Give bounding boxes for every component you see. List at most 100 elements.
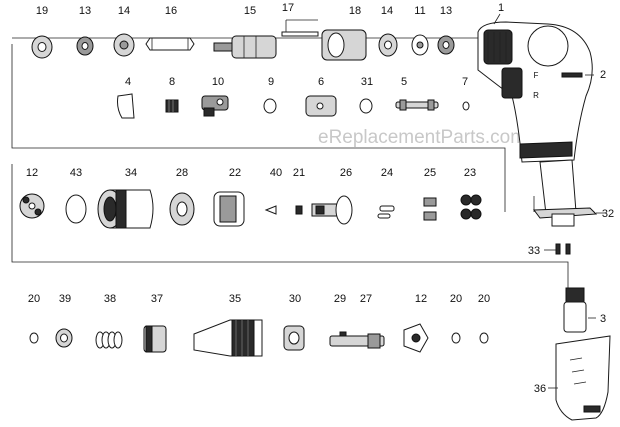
label-20b: 20 [450,293,462,305]
part-26-spindle [311,195,353,225]
label-35: 35 [229,293,241,305]
part-43-o-ring [65,194,87,224]
row-lower-parts [19,189,482,229]
label-31: 31 [361,76,373,88]
label-21: 21 [293,167,305,179]
part-38-spring [95,331,123,349]
handle-bottom-parts [533,207,611,421]
label-12: 12 [26,167,38,179]
label-5: 5 [401,76,407,88]
label-23: 23 [464,167,476,179]
part-25-spring [423,197,437,221]
label-11: 11 [414,5,425,17]
label-19: 19 [36,5,48,17]
assembly-connector-lines [11,37,569,292]
label-37: 37 [151,293,163,305]
label-8: 8 [169,76,175,88]
label-15: 15 [244,5,256,17]
label-40: 40 [270,167,282,179]
part-3-air-inlet [563,287,587,333]
label-39: 39 [59,293,71,305]
label-4: 4 [125,76,131,88]
label-3: 3 [600,313,606,325]
label-17: 17 [282,2,294,14]
part-37-sleeve [143,325,167,353]
part-1-housing: F R [477,21,593,215]
part-12-chuck-jaw [19,193,45,219]
label-38: 38 [104,293,116,305]
part-40-ball [264,205,277,215]
label-7: 7 [462,76,468,88]
part-17-rotor-blade [281,31,319,37]
label-33: 33 [528,245,540,257]
part-23-planet-gears [460,194,482,220]
part-15-rotor [213,35,277,59]
part-36-grip-cover [555,335,611,421]
part-31-o-ring [359,98,373,114]
part-12-chuck-jaw-b [403,323,429,353]
part-8-spring [165,99,179,113]
part-28-bearing [169,192,195,226]
label-27: 27 [360,293,372,305]
reverse-marking: R [533,91,539,100]
part-27-spindle-shaft [329,333,385,349]
part-34-ring-gear [97,189,154,229]
part-33-screws [555,243,571,255]
label-14b: 14 [381,5,393,17]
label-20: 20 [28,293,40,305]
part-4-lever [117,93,135,119]
part-24-pin [377,205,395,219]
label-29: 29 [334,293,346,305]
label-28: 28 [176,167,188,179]
label-16: 16 [165,5,177,17]
label-6: 6 [318,76,324,88]
part-7-washer [462,101,470,111]
label-14: 14 [118,5,130,17]
part-20-ball [29,332,39,344]
part-11-plate [411,34,429,56]
label-24: 24 [381,167,393,179]
label-26: 26 [340,167,352,179]
label-22: 22 [229,167,241,179]
row-top-parts [31,29,455,61]
part-18-cylinder [321,29,367,61]
part-number-labels: 19 13 14 16 15 17 18 14 11 13 1 2 4 8 10… [26,2,614,395]
label-25: 25 [424,167,436,179]
label-10: 10 [212,76,224,88]
part-35-chuck-body [193,319,263,357]
label-12b: 12 [415,293,427,305]
label-34: 34 [125,167,137,179]
label-13b: 13 [440,5,452,17]
part-14-end-plate-b [378,33,398,57]
forward-marking: F [534,71,539,80]
part-5-valve-stem [395,99,439,111]
label-43: 43 [70,167,82,179]
leader-lines [285,13,604,389]
part-10-valve [201,95,229,117]
part-21-pin [295,205,303,215]
label-36: 36 [534,383,546,395]
label-32: 32 [602,208,614,220]
row-middle-parts [117,93,470,119]
row-bottom-parts [29,319,489,357]
label-9: 9 [268,76,274,88]
label-20c: 20 [478,293,490,305]
part-13-bearing [76,36,94,56]
part-30-collar [283,325,305,351]
part-16-spacer [145,37,195,51]
label-18: 18 [349,5,361,17]
part-14-end-plate [113,33,135,57]
part-6-valve-bushing [305,95,337,117]
label-13: 13 [79,5,91,17]
part-20-ball-b [451,332,461,344]
part-39-bushing [55,328,73,348]
part-32-base-plate [533,207,598,227]
part-20-ball-c [479,332,489,344]
label-2: 2 [600,69,606,81]
part-9-o-ring [263,98,277,114]
part-22-needle-bearing [213,191,245,227]
label-1: 1 [498,2,504,14]
watermark: eReplacementParts.com [318,127,526,148]
part-13-bearing-b [437,35,455,55]
